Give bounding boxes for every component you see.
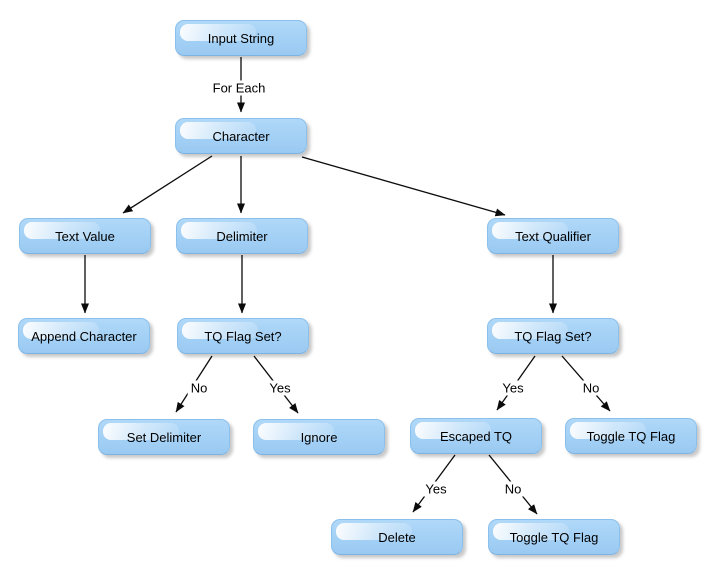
- edge-label-escaped-yes: Yes: [422, 481, 450, 497]
- node-toggle-tq-flag-bottom: Toggle TQ Flag: [488, 519, 620, 555]
- node-label: Set Delimiter: [126, 429, 202, 445]
- edge-label-delimiter-yes: Yes: [266, 380, 294, 396]
- node-tq-flag-set-qualifier: TQ Flag Set?: [487, 318, 619, 354]
- node-toggle-tq-flag-right: Toggle TQ Flag: [565, 418, 697, 454]
- node-label: Toggle TQ Flag: [586, 428, 676, 444]
- node-ignore: Ignore: [253, 419, 385, 455]
- node-text-value: Text Value: [19, 218, 151, 254]
- node-label: Delimiter: [216, 228, 268, 244]
- node-label: TQ Flag Set?: [204, 328, 282, 344]
- edge-label-for-each: For Each: [209, 80, 269, 96]
- node-label: Text Value: [55, 228, 115, 244]
- edge-label-qualifier-yes: Yes: [499, 380, 527, 396]
- edge-label-delimiter-no: No: [187, 380, 211, 396]
- node-append-character: Append Character: [18, 318, 150, 354]
- node-label: Text Qualifier: [515, 228, 591, 244]
- node-delete: Delete: [331, 519, 463, 555]
- edge-character-to-text-qualifier: [301, 156, 506, 217]
- node-label: Append Character: [31, 328, 137, 344]
- node-set-delimiter: Set Delimiter: [98, 419, 230, 455]
- node-label: TQ Flag Set?: [514, 328, 592, 344]
- node-label: Ignore: [300, 429, 338, 445]
- node-label: Character: [212, 128, 270, 144]
- node-delimiter: Delimiter: [176, 218, 308, 254]
- node-character: Character: [175, 118, 307, 154]
- edge-character-to-text-value: [122, 155, 213, 214]
- node-label: Input String: [207, 30, 275, 46]
- node-tq-flag-set-delimiter: TQ Flag Set?: [177, 318, 309, 354]
- edge-label-escaped-no: No: [501, 481, 525, 497]
- node-label: Toggle TQ Flag: [509, 529, 599, 545]
- node-text-qualifier: Text Qualifier: [487, 218, 619, 254]
- edge-label-qualifier-no: No: [579, 380, 603, 396]
- node-label: Delete: [378, 529, 416, 545]
- node-escaped-tq: Escaped TQ: [410, 418, 542, 454]
- node-input-string: Input String: [175, 20, 307, 56]
- node-label: Escaped TQ: [439, 428, 513, 444]
